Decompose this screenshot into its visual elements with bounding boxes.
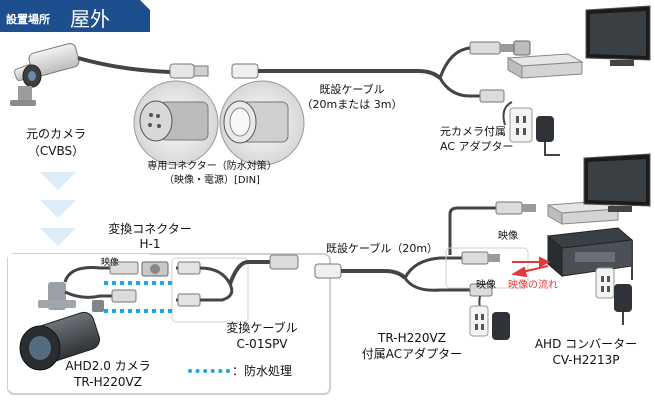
existing-cable-top-label: 既設ケーブル （20mまたは 3m） [302, 82, 403, 112]
conv-cable-model: C-01SPV [236, 337, 288, 351]
ac-adapter-top-icon [536, 116, 554, 142]
dedicated-connector-line2: （映像・電源）[DIN] [164, 175, 260, 186]
conv-cable-bnc-icon [177, 261, 201, 275]
outlet-top-icon [509, 107, 533, 143]
conv-cable-dc-icon [177, 293, 201, 307]
location-header: 設置場所 屋外 [0, 0, 150, 32]
waterproof-lines [104, 281, 172, 313]
old-camera-name: 元のカメラ [25, 127, 87, 141]
bnc-plug-top-icon [469, 40, 531, 56]
video-left-label: 映像 [101, 258, 120, 268]
dc-plug-bottom-icon [469, 283, 493, 297]
ahd-camera-model: TR-H220VZ [74, 375, 142, 389]
bnc-plug-bottom-icon [461, 251, 500, 265]
ac-adapter-tr-icon [492, 312, 510, 340]
old-camera-icon [10, 43, 80, 106]
tr-adapter-name: 付属ACアダプター [361, 347, 463, 361]
old-camera-adapter-label: 元カメラ付属 AC アダプター [440, 124, 514, 154]
old-camera-type: （CVBS） [27, 144, 85, 158]
video-bottom-right-label: 映像 [476, 280, 496, 291]
ahd-camera-icon [19, 282, 104, 371]
existing-cable-bottom-label: 既設ケーブル（20m） [326, 242, 439, 255]
ahd-converter-label: AHD コンバーター CV-H2213P [535, 336, 637, 368]
old-camera-label: 元のカメラ （CVBS） [26, 125, 86, 159]
existing-cable-top-line2: （20mまたは 3m） [301, 98, 403, 111]
outlet-converter-icon [595, 267, 615, 299]
conv-connector-label: 変換コネクター H-1 [108, 222, 192, 252]
location-main-label: 屋外 [70, 7, 110, 31]
video-flow-arrow-icon [511, 256, 551, 278]
conv-cable-name: 変換ケーブル [226, 321, 298, 335]
conv-connector-model: H-1 [139, 237, 161, 251]
existing-cable-top-line1: 既設ケーブル [319, 83, 385, 96]
tr-adapter-label: TR-H220VZ 付属ACアダプター [362, 330, 462, 362]
din-plug-female-closeup-icon [219, 80, 305, 166]
din-plug-male-icon [169, 63, 209, 79]
location-sub-label: 設置場所 [6, 13, 50, 26]
ahd-converter-model: CV-H2213P [552, 353, 620, 367]
bnc-video-left-icon [109, 261, 139, 275]
recorder-top-icon [506, 53, 584, 79]
conv-connector-name: 変換コネクター [108, 222, 192, 236]
din-plug-female-icon [231, 63, 259, 79]
din-plug-male-closeup-icon [133, 80, 219, 166]
h1-connector-icon [141, 261, 169, 277]
outlet-tr-icon [469, 305, 489, 337]
old-camera-adapter-line2: AC アダプター [440, 140, 514, 153]
waterproof-legend-line [188, 369, 230, 373]
video-top-right-label: 映像 [498, 231, 518, 242]
bnc-plug-rec-icon [495, 201, 536, 215]
dedicated-connector-line1: 専用コネクター（防水対策） [147, 161, 277, 172]
dc-plug-left-icon [111, 289, 137, 303]
flow-arrow-icons [40, 172, 76, 246]
waterproof-legend-label: ：防水処理 [232, 364, 293, 378]
tr-adapter-model: TR-H220VZ [378, 331, 446, 345]
ahd-converter-icon [546, 227, 634, 278]
dedicated-connector-label: 専用コネクター（防水対策） （映像・電源）[DIN] [147, 160, 277, 188]
dc-plug-top-icon [479, 89, 505, 103]
conv-cable-label: 変換ケーブル C-01SPV [226, 320, 297, 352]
ahd-camera-label: AHD2.0 カメラ TR-H220VZ [65, 358, 150, 390]
din-plug-bottom-icon [314, 263, 342, 279]
ac-adapter-converter-icon [614, 284, 632, 312]
ahd-converter-name: AHD コンバーター [534, 337, 638, 351]
old-camera-adapter-line1: 元カメラ付属 [440, 125, 506, 138]
conv-cable-din-icon [269, 254, 299, 270]
monitor-top-icon [585, 5, 651, 66]
monitor-bottom-icon [583, 153, 651, 212]
ahd-camera-name: AHD2.0 カメラ [65, 359, 151, 373]
video-flow-label: 映像の流れ [508, 280, 558, 291]
